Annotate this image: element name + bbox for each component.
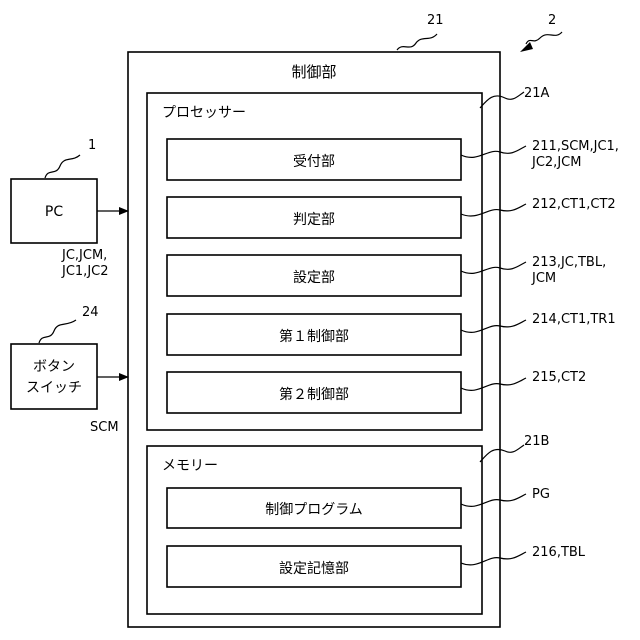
processor-block: 第２制御部 215,CT2 — [167, 370, 586, 413]
processor-blocks: 受付部 211,SCM,JC1, JC2,JCM 判定部 212,CT1,CT2… — [167, 139, 619, 413]
second-control-unit-label: 第２制御部 — [279, 386, 349, 403]
processor-ref-label: 21A — [524, 86, 550, 101]
system-ref-squiggle — [526, 32, 562, 44]
processor-block: 第１制御部 214,CT1,TR1 — [167, 312, 616, 355]
judgment-unit-ref-line-1: 212,CT1,CT2 — [532, 197, 616, 212]
first-control-unit-label: 第１制御部 — [279, 328, 349, 345]
processor-title: プロセッサー — [162, 105, 246, 121]
control-program-label: 制御プログラム — [265, 502, 363, 518]
memory-ref-label: 21B — [524, 434, 549, 449]
setting-unit-ref-line-2: JCM — [531, 271, 556, 286]
button-switch-label-line-2: スイッチ — [26, 380, 82, 396]
pc-ref-label: 1 — [88, 138, 96, 153]
setting-unit-ref-line-1: 213,JC,TBL, — [532, 255, 606, 270]
processor-block: 判定部 212,CT1,CT2 — [167, 197, 616, 238]
button-switch-ref-label: 24 — [82, 305, 99, 320]
reception-unit-ref-line-2: JC2,JCM — [531, 155, 581, 170]
judgment-unit-label: 判定部 — [293, 212, 335, 228]
button-switch-ref-squiggle — [39, 320, 76, 343]
memory-title: メモリー — [162, 458, 218, 474]
setting-storage-label: 設定記憶部 — [279, 560, 349, 577]
pc-signal-line-2: JC1,JC2 — [61, 264, 109, 279]
reception-unit-label: 受付部 — [293, 154, 335, 170]
pc-label: PC — [45, 204, 63, 220]
second-control-unit-ref-line-1: 215,CT2 — [532, 370, 586, 385]
reception-unit-ref-line-1: 211,SCM,JC1, — [532, 139, 619, 154]
button-switch-signal: SCM — [90, 420, 119, 435]
pc-ref-squiggle — [45, 155, 80, 178]
processor-block: 設定部 213,JC,TBL, JCM — [167, 255, 606, 296]
memory-block: 設定記憶部 216,TBL — [167, 545, 586, 587]
system-ref-label: 2 — [548, 13, 556, 28]
button-switch-label-line-1: ボタン — [33, 359, 75, 375]
control-unit-ref-squiggle — [397, 34, 437, 50]
pc-signal-line-1: JC,JCM, — [61, 248, 107, 263]
control-unit-title: 制御部 — [291, 63, 336, 81]
processor-block: 受付部 211,SCM,JC1, JC2,JCM — [167, 139, 619, 180]
first-control-unit-ref-line-1: 214,CT1,TR1 — [532, 312, 616, 327]
control-unit-ref-label: 21 — [427, 13, 444, 28]
setting-storage-ref-line-1: 216,TBL — [532, 545, 586, 560]
control-program-ref-line-1: PG — [532, 487, 550, 502]
button-switch-box — [11, 344, 97, 409]
setting-unit-label: 設定部 — [293, 270, 335, 286]
